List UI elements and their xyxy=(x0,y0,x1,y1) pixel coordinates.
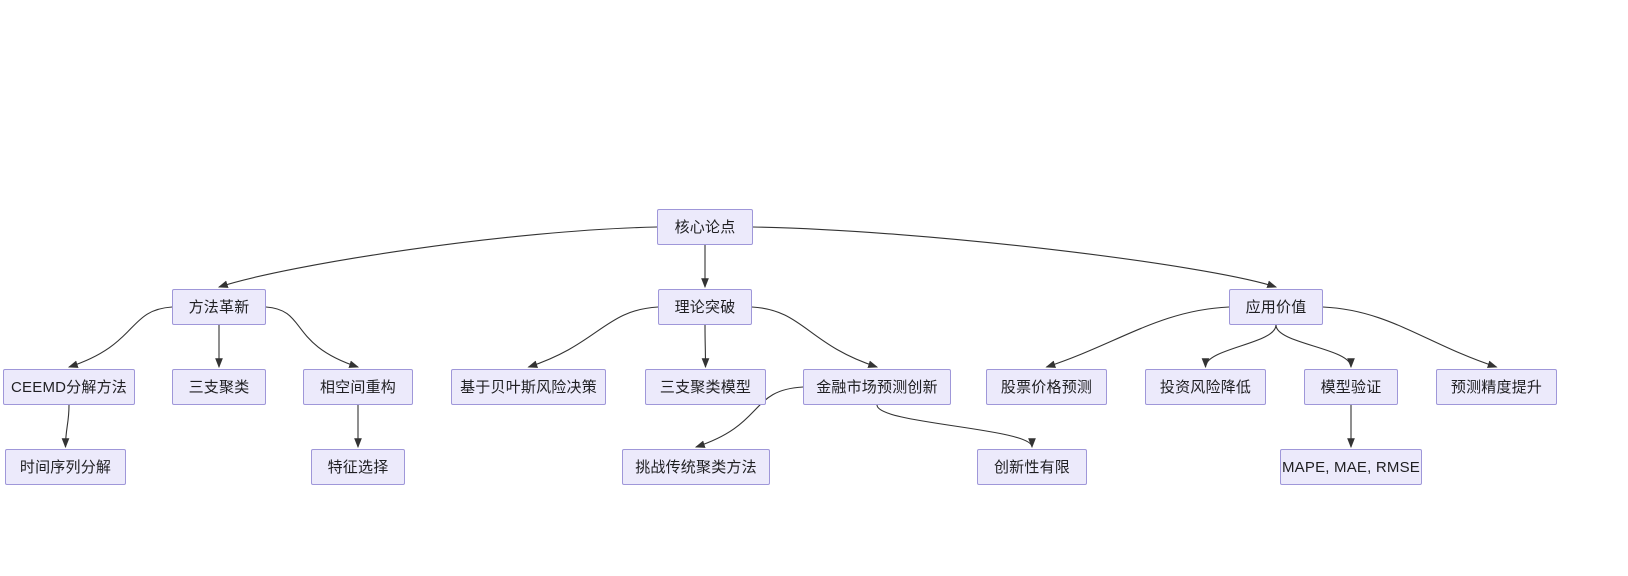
node-label: 股票价格预测 xyxy=(1000,378,1093,396)
node-label: 三支聚类模型 xyxy=(659,378,752,396)
node-label: 方法革新 xyxy=(188,298,250,316)
node-c3[interactable]: 相空间重构 xyxy=(303,369,413,405)
node-b1[interactable]: 方法革新 xyxy=(172,289,266,325)
node-label: 应用价值 xyxy=(1245,298,1307,316)
edge-c1-to-d1 xyxy=(61,404,70,449)
node-c9[interactable]: 模型验证 xyxy=(1304,369,1398,405)
edge-b2-to-c4 xyxy=(527,306,659,368)
node-label: 投资风险降低 xyxy=(1159,378,1252,396)
node-label: 挑战传统聚类方法 xyxy=(635,458,757,476)
node-label: 模型验证 xyxy=(1320,378,1382,396)
node-c1[interactable]: CEEMD分解方法 xyxy=(3,369,135,405)
node-label: 相空间重构 xyxy=(319,378,396,396)
node-d4[interactable]: 创新性有限 xyxy=(977,449,1087,485)
node-label: 基于贝叶斯风险决策 xyxy=(460,378,597,396)
edge-b3-to-c10 xyxy=(1322,306,1498,368)
node-d3[interactable]: 挑战传统聚类方法 xyxy=(622,449,770,485)
edge-b1-to-c3 xyxy=(265,306,360,368)
node-label: 金融市场预测创新 xyxy=(816,378,938,396)
edge-b3-to-c7 xyxy=(1045,306,1230,368)
node-d1[interactable]: 时间序列分解 xyxy=(5,449,126,485)
node-c8[interactable]: 投资风险降低 xyxy=(1145,369,1266,405)
node-label: 特征选择 xyxy=(327,458,389,476)
node-c4[interactable]: 基于贝叶斯风险决策 xyxy=(451,369,606,405)
node-b2[interactable]: 理论突破 xyxy=(658,289,752,325)
edge-group xyxy=(61,226,1498,449)
edge-b1-to-c1 xyxy=(67,306,173,368)
node-b3[interactable]: 应用价值 xyxy=(1229,289,1323,325)
node-root[interactable]: 核心论点 xyxy=(657,209,753,245)
node-label: 创新性有限 xyxy=(993,458,1070,476)
edge-b2-to-c6 xyxy=(751,306,879,368)
node-c6[interactable]: 金融市场预测创新 xyxy=(803,369,951,405)
edge-c6-to-d4 xyxy=(876,404,1036,449)
edge-b3-to-c9 xyxy=(1275,324,1355,369)
edge-root-to-b1 xyxy=(217,226,658,288)
node-label: 核心论点 xyxy=(674,218,736,236)
node-label: MAPE, MAE, RMSE xyxy=(1281,458,1421,476)
node-label: 预测精度提升 xyxy=(1450,378,1543,396)
node-c5[interactable]: 三支聚类模型 xyxy=(645,369,766,405)
node-c10[interactable]: 预测精度提升 xyxy=(1436,369,1557,405)
node-d2[interactable]: 特征选择 xyxy=(311,449,405,485)
node-label: CEEMD分解方法 xyxy=(11,378,127,396)
node-c2[interactable]: 三支聚类 xyxy=(172,369,266,405)
node-label: 时间序列分解 xyxy=(19,458,112,476)
node-d5[interactable]: MAPE, MAE, RMSE xyxy=(1280,449,1422,485)
edge-b3-to-c8 xyxy=(1201,324,1277,369)
edge-root-to-b3 xyxy=(752,226,1278,288)
node-c7[interactable]: 股票价格预测 xyxy=(986,369,1107,405)
edge-b2-to-c5 xyxy=(701,324,710,369)
node-label: 理论突破 xyxy=(674,298,736,316)
node-label: 三支聚类 xyxy=(188,378,250,396)
